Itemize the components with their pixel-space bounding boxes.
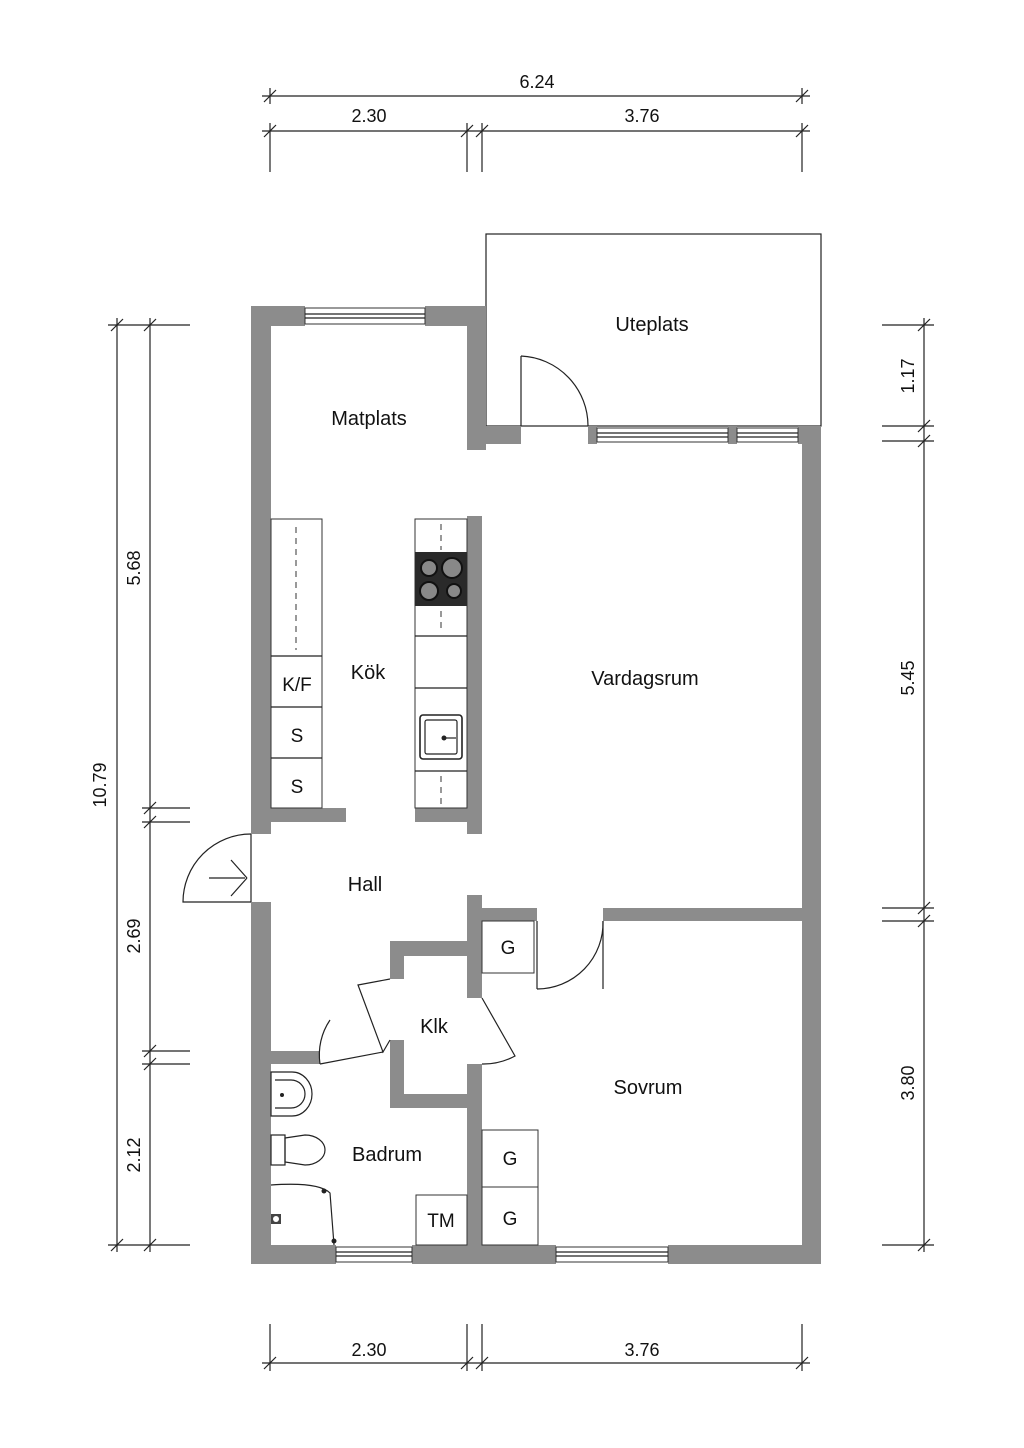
cabinet-s-label-1: S bbox=[291, 726, 304, 747]
room-label-klk: Klk bbox=[420, 1016, 449, 1038]
dim-bottom-right: 3.76 bbox=[624, 1340, 659, 1360]
dim-top-right: 3.76 bbox=[624, 106, 659, 126]
dim-left-lower: 2.12 bbox=[124, 1137, 144, 1172]
room-label-matplats: Matplats bbox=[331, 408, 407, 430]
washing-machine-label: TM bbox=[427, 1211, 454, 1232]
room-label-hall: Hall bbox=[348, 874, 382, 896]
bathroom-fixtures bbox=[270, 1071, 337, 1246]
bedroom-closet-2 bbox=[481, 1186, 539, 1246]
room-label-badrum: Badrum bbox=[352, 1144, 422, 1166]
doors bbox=[182, 355, 604, 1065]
fridge-freezer-label: K/F bbox=[282, 675, 312, 696]
dim-left-upper: 5.68 bbox=[124, 550, 144, 585]
room-label-sovrum: Sovrum bbox=[614, 1077, 683, 1099]
room-label-vardagsrum: Vardagsrum bbox=[591, 668, 698, 690]
room-label-kok: Kök bbox=[351, 662, 386, 684]
dim-right-upper: 1.17 bbox=[898, 358, 918, 393]
cabinet-s-label-2: S bbox=[291, 777, 304, 798]
bedroom-closet-label-2: G bbox=[503, 1209, 518, 1230]
dim-right-lower: 3.80 bbox=[898, 1065, 918, 1100]
windows bbox=[304, 307, 799, 1263]
dim-top-left: 2.30 bbox=[351, 106, 386, 126]
walls bbox=[251, 306, 821, 1264]
hall-closet-label: G bbox=[501, 938, 516, 959]
dim-left-middle: 2.69 bbox=[124, 918, 144, 953]
kitchen-right-counter bbox=[414, 518, 468, 809]
dim-bottom-left: 2.30 bbox=[351, 1340, 386, 1360]
washing-machine bbox=[415, 1194, 468, 1246]
hall-closet bbox=[481, 920, 535, 974]
kitchen-sink bbox=[419, 714, 463, 760]
dim-left-total: 10.79 bbox=[90, 762, 110, 807]
kitchen-left-counter bbox=[270, 518, 323, 809]
dim-right-middle: 5.45 bbox=[898, 660, 918, 695]
bedroom-closet-label-1: G bbox=[503, 1149, 518, 1170]
room-label-uteplats: Uteplats bbox=[615, 314, 688, 336]
dimension-lines bbox=[108, 88, 934, 1371]
dim-top-total: 6.24 bbox=[519, 72, 554, 92]
